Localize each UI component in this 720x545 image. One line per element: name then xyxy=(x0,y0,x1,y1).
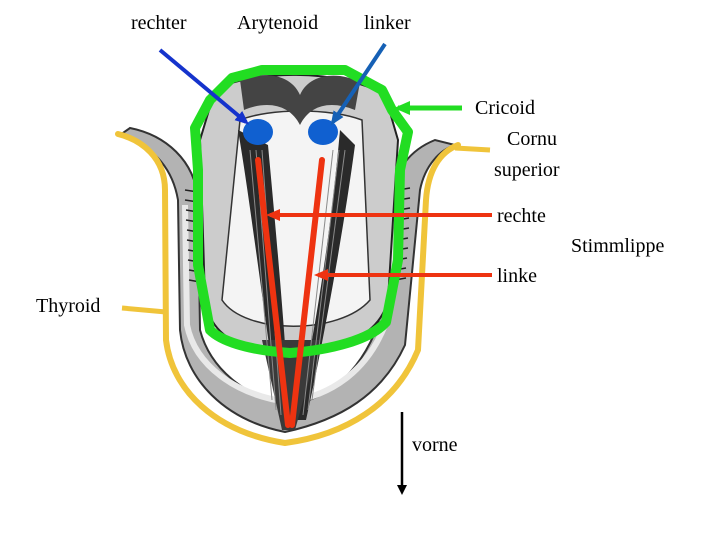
label-cornu: Cornu xyxy=(507,128,557,150)
label-arytenoid: Arytenoid xyxy=(237,12,319,34)
label-cricoid: Cricoid xyxy=(475,97,535,119)
label-linke: linke xyxy=(497,265,537,287)
label-rechter: rechter xyxy=(131,12,187,34)
arytenoid-region xyxy=(240,75,360,125)
thyroid-outline xyxy=(115,131,461,446)
label-rechte: rechte xyxy=(497,205,546,227)
label-superior: superior xyxy=(494,159,560,181)
label-thyroid: Thyroid xyxy=(36,295,101,317)
muscle-lower xyxy=(262,340,320,430)
vocal-fold-left xyxy=(289,157,325,428)
arytenoid-right xyxy=(243,119,273,145)
vocal-fold-right xyxy=(255,157,291,428)
arytenoid-left xyxy=(308,119,338,145)
label-vorne: vorne xyxy=(412,434,458,456)
label-stimmlippe: Stimmlippe xyxy=(571,235,665,257)
pointer-cornu-superior xyxy=(454,145,491,153)
pointer-thyroid xyxy=(121,305,167,315)
pointer-rechter-arytenoid xyxy=(158,48,250,125)
label-linker: linker xyxy=(364,12,411,34)
pointer-linker-arytenoid xyxy=(330,42,387,126)
